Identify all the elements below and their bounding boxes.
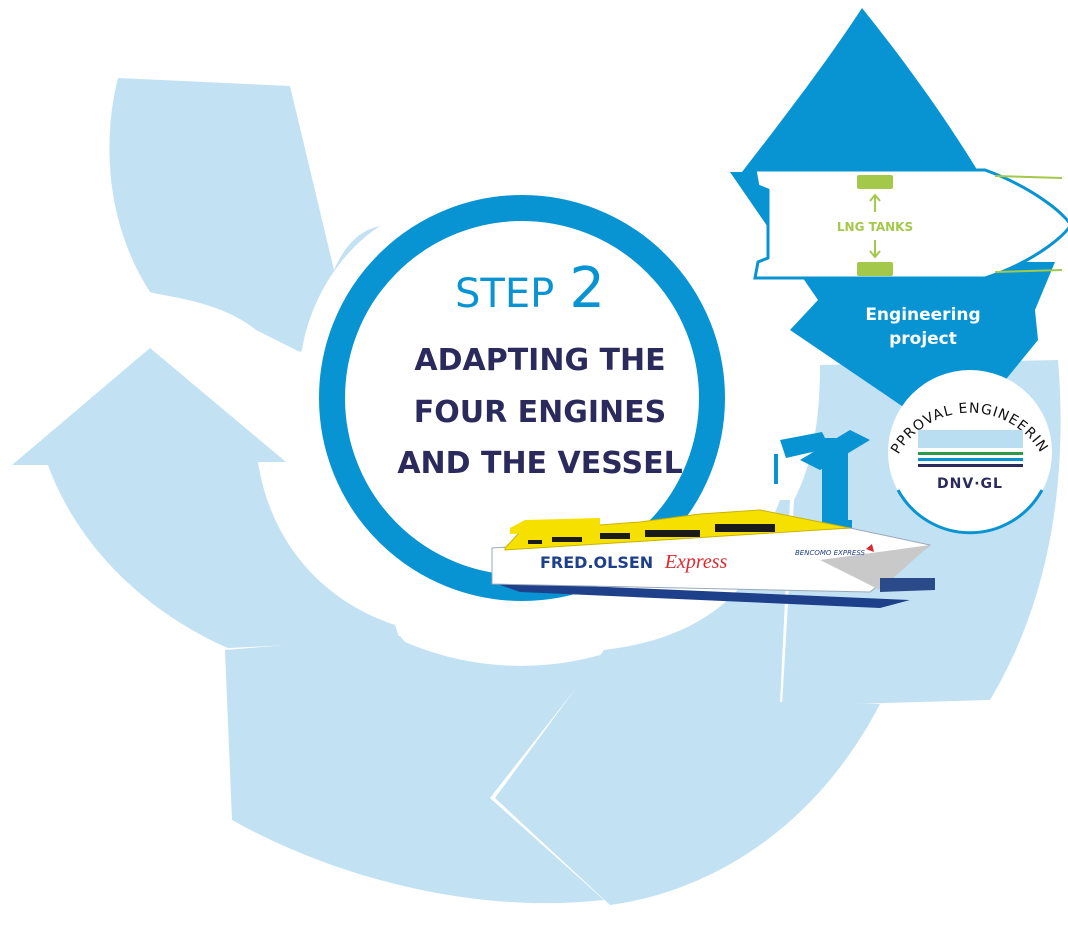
- dnv-gl-logo: DNV·GL: [937, 476, 1003, 492]
- step-word: STEP: [455, 271, 554, 317]
- cycle-arrow-top: [109, 78, 381, 352]
- step-label: STEP 2: [455, 256, 605, 321]
- lng-tank-bottom: [857, 262, 893, 276]
- hull-plan: LNG TANKS: [753, 168, 1068, 280]
- engineering-project-line2: project: [889, 329, 957, 349]
- ferry-ship-name: BENCOMO EXPRESS: [795, 549, 866, 557]
- lng-tanks-label: LNG TANKS: [837, 220, 913, 234]
- step-title-line2: FOUR ENGINES: [414, 395, 667, 430]
- arrow-down-icon: [869, 240, 881, 259]
- lng-tank-top: [857, 175, 893, 189]
- ferry-brand: FRED.OLSEN Express: [540, 551, 728, 573]
- step-title-line3: AND THE VESSEL: [397, 446, 682, 481]
- ferry-illustration: FRED.OLSEN Express BENCOMO EXPRESS: [491, 509, 935, 608]
- step-title-line1: ADAPTING THE: [414, 343, 665, 378]
- fred-olsen-logo-icon: [866, 544, 874, 552]
- cycle-arrow-bottom-left: [225, 636, 604, 904]
- arrow-up-icon: [869, 193, 881, 212]
- ferry-brand-script: Express: [664, 551, 728, 573]
- engineering-project-line1: Engineering: [865, 305, 980, 325]
- step-number: 2: [569, 256, 605, 321]
- cycle-arrow-left: [12, 348, 400, 648]
